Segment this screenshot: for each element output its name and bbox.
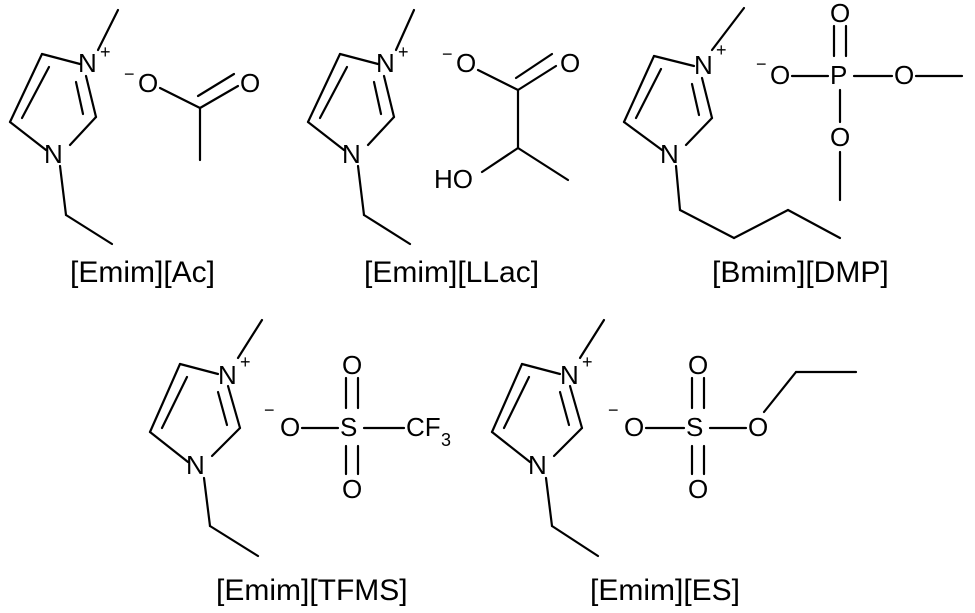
- oxygen-atom: O: [894, 60, 914, 90]
- oxygen-atom: O: [342, 474, 362, 504]
- sulfur-atom: S: [686, 412, 703, 442]
- oxygen-atom: O: [830, 0, 850, 28]
- compound-bmim-dmp: N + N − O P O O O [Bmim][DMP]: [622, 0, 964, 289]
- imidazolium-cation: N + N: [622, 6, 842, 240]
- dimethyl-phosphate-anion: − O P O O O: [756, 0, 964, 202]
- imidazolium-cation: N + N: [306, 8, 416, 246]
- oxygen-atom: O: [138, 68, 158, 98]
- nitrogen-atom: N: [186, 450, 205, 480]
- triflate-anion: − O S O O CF 3: [264, 350, 451, 504]
- compound-emim-llac: N + N − O O HO [Emim][LLac]: [306, 8, 580, 289]
- negative-charge: −: [608, 400, 619, 420]
- negative-charge: −: [264, 400, 275, 420]
- nitrogen-atom: N: [560, 360, 579, 390]
- nitrogen-atom: N: [376, 48, 395, 78]
- oxygen-atom: O: [624, 412, 644, 442]
- oxygen-atom: O: [688, 474, 708, 504]
- compound-caption: [Emim][TFMS]: [216, 574, 408, 607]
- nitrogen-atom: N: [78, 48, 97, 78]
- phosphorus-atom: P: [830, 60, 847, 90]
- oxygen-atom: O: [688, 350, 708, 380]
- oxygen-atom: O: [280, 412, 300, 442]
- ethyl-sulfate-anion: − O S O O O: [608, 350, 858, 504]
- compound-caption: [Bmim][DMP]: [712, 256, 889, 289]
- nitrogen-atom: N: [660, 139, 679, 169]
- lactate-anion: − O O HO: [434, 44, 580, 194]
- oxygen-atom: O: [342, 350, 362, 380]
- positive-charge: +: [240, 352, 251, 372]
- compound-emim-es: N + N − O S O O O [Emim][ES]: [490, 318, 858, 607]
- negative-charge: −: [756, 54, 767, 74]
- imidazolium-cation: N + N: [490, 318, 606, 558]
- negative-charge: −: [124, 64, 135, 84]
- negative-charge: −: [442, 44, 453, 64]
- compound-emim-tfms: N + N − O S O O CF 3 [Emim][TFMS]: [148, 318, 451, 607]
- oxygen-atom: O: [770, 60, 790, 90]
- compound-caption: [Emim][ES]: [590, 574, 740, 607]
- nitrogen-atom: N: [44, 139, 63, 169]
- oxygen-atom: O: [240, 68, 260, 98]
- nitrogen-atom: N: [528, 450, 547, 480]
- compound-emim-ac: N + N − O O [Emim][Ac]: [8, 8, 260, 289]
- oxygen-atom: O: [748, 412, 768, 442]
- sulfur-atom: S: [340, 412, 357, 442]
- compound-caption: [Emim][LLac]: [364, 256, 539, 289]
- oxygen-atom: O: [560, 48, 580, 78]
- compound-caption: [Emim][Ac]: [70, 256, 215, 289]
- positive-charge: +: [582, 352, 593, 372]
- acetate-anion: − O O: [124, 64, 260, 162]
- cf3-subscript: 3: [441, 430, 451, 450]
- imidazolium-cation: N + N: [148, 318, 264, 558]
- oxygen-atom: O: [456, 48, 476, 78]
- nitrogen-atom: N: [694, 50, 713, 80]
- nitrogen-atom: N: [218, 360, 237, 390]
- oxygen-atom: O: [830, 122, 850, 152]
- nitrogen-atom: N: [342, 139, 361, 169]
- cf3-group: CF: [406, 412, 441, 442]
- positive-charge: +: [398, 42, 409, 62]
- imidazolium-cation: N + N: [8, 8, 120, 246]
- positive-charge: +: [716, 40, 727, 60]
- hydroxyl-group: HO: [434, 164, 473, 194]
- positive-charge: +: [100, 42, 111, 62]
